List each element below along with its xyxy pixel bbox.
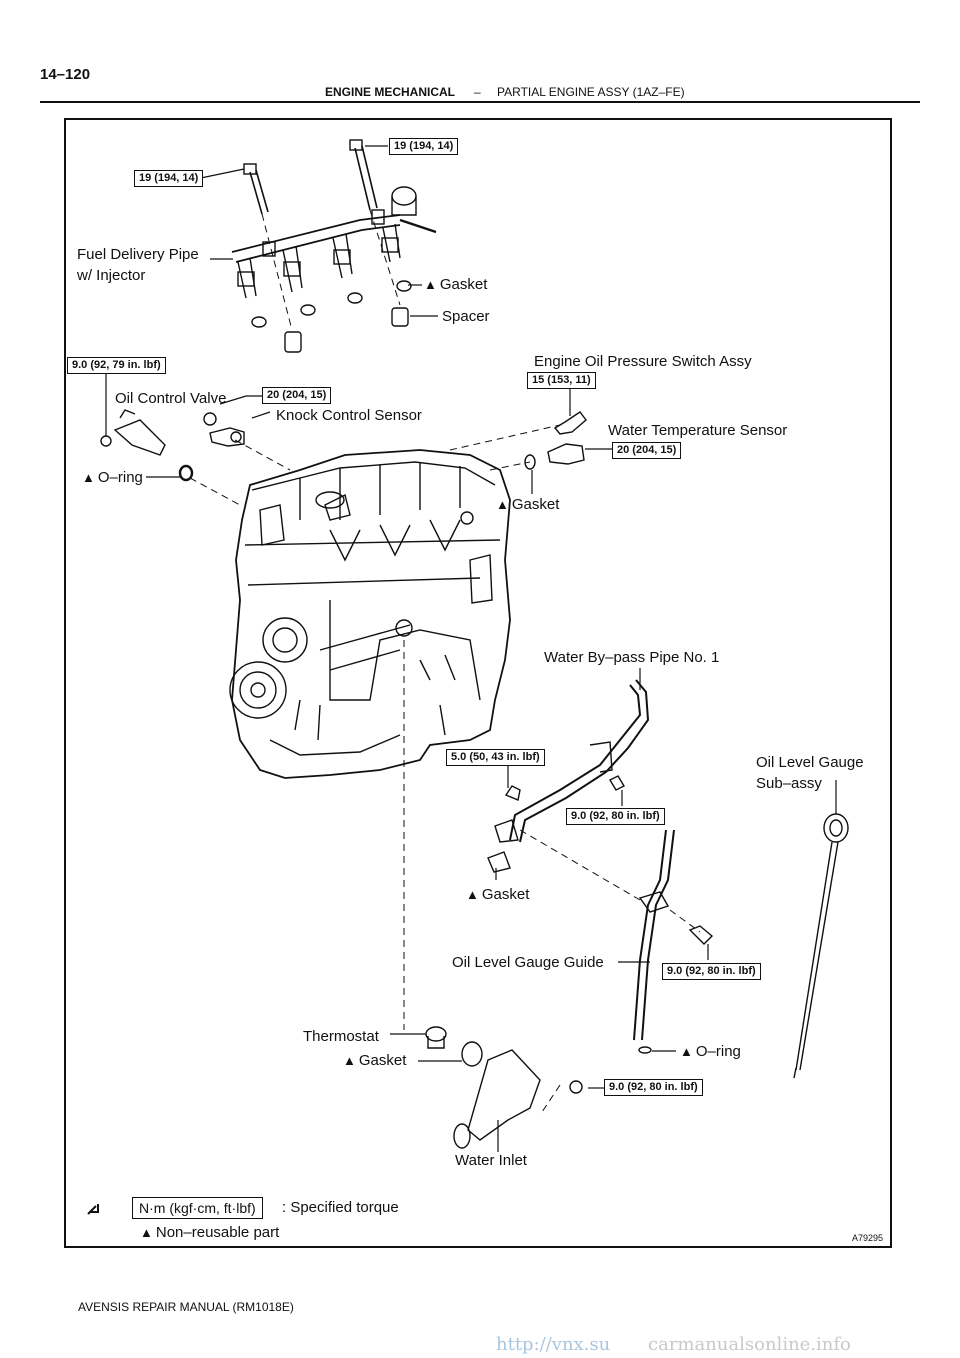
header-separator: – (474, 85, 481, 99)
label-oil-pressure-switch: Engine Oil Pressure Switch Assy (534, 353, 752, 370)
torque-fuel-bolt-left: 19 (194, 14) (134, 170, 204, 187)
torque-bypass-bolt: 9.0 (92, 80 in. lbf) (566, 808, 665, 825)
torque-bypass-nut: 5.0 (50, 43 in. lbf) (446, 749, 545, 766)
non-reusable-triangle-icon: ▲ (140, 1225, 153, 1240)
label-oil-level-gauge-guide: Oil Level Gauge Guide (452, 954, 604, 971)
label-o-ring-ocv: ▲O–ring (82, 469, 143, 486)
figure-frame (64, 118, 892, 1248)
engine-block (229, 449, 511, 779)
label-oil-level-gauge-subassy: Sub–assy (756, 775, 822, 792)
figure-id: A79295 (852, 1233, 884, 1243)
label-gasket-sensor: ▲Gasket (496, 496, 560, 513)
injector-seals (251, 280, 412, 353)
torque-inlet-bolt: 9.0 (92, 80 in. lbf) (604, 1079, 703, 1096)
section-title: ENGINE MECHANICAL (325, 85, 456, 99)
non-reusable-triangle-icon: ▲ (424, 277, 437, 292)
water-inlet (453, 1049, 583, 1149)
oil-level-gauge (793, 813, 849, 1079)
water-bypass-pipe (487, 679, 650, 873)
oil-pressure-switch (553, 411, 587, 435)
label-o-ring-guide: ▲O–ring (680, 1043, 741, 1060)
watermark-left: http://vnx.su (496, 1334, 611, 1355)
water-temperature-sensor (524, 443, 585, 470)
header-rule (40, 101, 920, 103)
label-fuel-delivery-pipe: Fuel Delivery Pipe (77, 246, 199, 263)
non-reusable-triangle-icon: ▲ (343, 1053, 356, 1068)
torque-knock-sensor: 20 (204, 15) (262, 387, 332, 404)
legend-non-reusable: ▲Non–reusable part (140, 1224, 280, 1241)
fuel-delivery-pipe (231, 139, 437, 299)
legend-torque-desc: : Specified torque (282, 1199, 399, 1216)
label-spacer: Spacer (442, 308, 490, 325)
torque-water-temp-sensor: 20 (204, 15) (612, 442, 682, 459)
label-gasket-thermostat: ▲Gasket (343, 1052, 407, 1069)
label-water-bypass-pipe: Water By–pass Pipe No. 1 (544, 649, 720, 666)
label-fuel-delivery-pipe-injector: w/ Injector (77, 267, 146, 284)
label-water-temp-sensor: Water Temperature Sensor (608, 422, 788, 439)
torque-ocv-bolt: 9.0 (92, 79 in. lbf) (67, 357, 166, 374)
non-reusable-triangle-icon: ▲ (466, 887, 479, 902)
page-number: 14–120 (40, 66, 91, 83)
oil-control-valve (100, 409, 194, 482)
torque-wrench-icon (87, 1204, 99, 1215)
watermark-right: carmanualsonline.info (648, 1334, 851, 1355)
non-reusable-triangle-icon: ▲ (680, 1044, 693, 1059)
oil-level-gauge-guide (633, 829, 714, 1054)
label-oil-control-valve: Oil Control Valve (115, 390, 227, 407)
label-thermostat: Thermostat (303, 1028, 379, 1045)
label-gasket-fuel: ▲Gasket (424, 276, 488, 293)
knock-control-sensor (203, 412, 245, 447)
non-reusable-triangle-icon: ▲ (496, 497, 509, 512)
legend-torque-unit: N·m (kgf·cm, ft·lbf) (132, 1197, 263, 1219)
footer-manual: AVENSIS REPAIR MANUAL (RM1018E) (78, 1300, 294, 1314)
label-knock-control-sensor: Knock Control Sensor (276, 407, 422, 424)
label-oil-level-gauge: Oil Level Gauge (756, 754, 864, 771)
subsection-title: PARTIAL ENGINE ASSY (1AZ–FE) (497, 85, 685, 99)
torque-guide-bolt: 9.0 (92, 80 in. lbf) (662, 963, 761, 980)
non-reusable-triangle-icon: ▲ (82, 470, 95, 485)
label-water-inlet: Water Inlet (455, 1152, 527, 1169)
thermostat (425, 1026, 483, 1067)
label-gasket-bypass: ▲Gasket (466, 886, 530, 903)
torque-fuel-bolt-right: 19 (194, 14) (389, 138, 459, 155)
torque-oil-pressure-switch: 15 (153, 11) (527, 372, 596, 389)
